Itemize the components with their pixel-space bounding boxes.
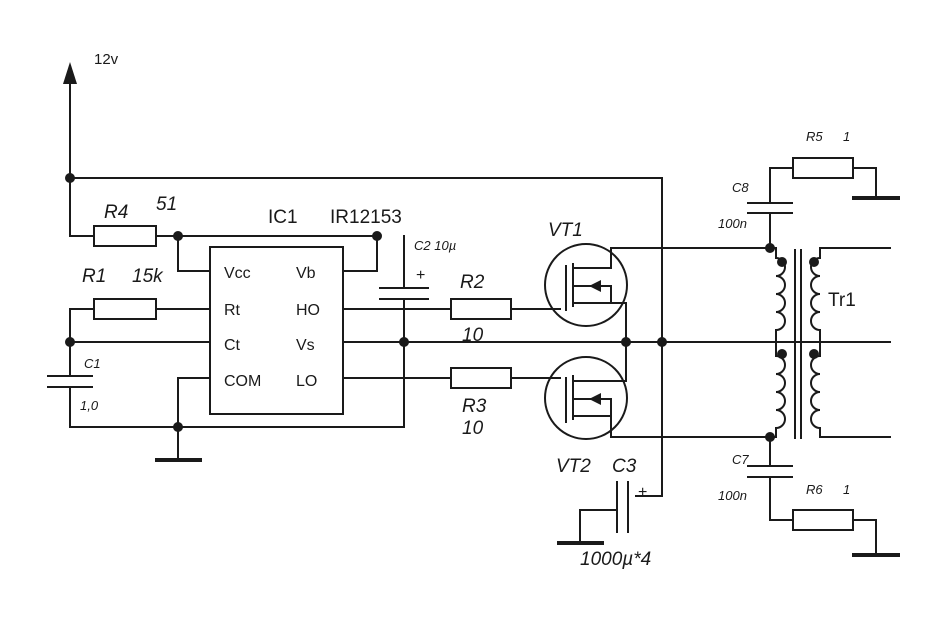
c3-value: 1000µ*4 bbox=[580, 549, 651, 570]
r1-resistor bbox=[93, 298, 157, 320]
c2-ref: C2 bbox=[414, 238, 431, 253]
r5-value: 1 bbox=[843, 129, 850, 144]
vt2-label: VT2 bbox=[556, 456, 591, 477]
r4-value: 51 bbox=[156, 194, 177, 215]
junction-dot bbox=[173, 231, 183, 241]
tr1-secondary-winding bbox=[810, 247, 891, 438]
junction-dot bbox=[173, 422, 183, 432]
r5-label: R5 bbox=[806, 129, 823, 144]
pin-com: COM bbox=[224, 373, 261, 390]
pin-vcc: Vcc bbox=[224, 265, 251, 282]
r3-resistor bbox=[450, 367, 512, 389]
supply-arrow-icon bbox=[63, 62, 77, 84]
junction-dot bbox=[65, 173, 75, 183]
vt1-body bbox=[544, 243, 628, 327]
tr1-primary-winding bbox=[769, 247, 786, 438]
pin-ho: HO bbox=[296, 302, 320, 319]
c8-label: C8 bbox=[732, 180, 749, 195]
junction-dot bbox=[372, 231, 382, 241]
vt2-body bbox=[544, 356, 628, 440]
c3-polarity: + bbox=[638, 484, 647, 501]
c2-polarity: + bbox=[416, 267, 425, 284]
junction-dot bbox=[65, 337, 75, 347]
r2-value: 10 bbox=[462, 325, 484, 346]
ic1-part: IR12153 bbox=[330, 207, 402, 228]
r3-label: R3 bbox=[462, 396, 487, 417]
junction-dot bbox=[399, 337, 409, 347]
r6-resistor bbox=[792, 509, 854, 531]
r2-label: R2 bbox=[460, 272, 485, 293]
tr1-phase-dot bbox=[809, 349, 819, 359]
tr1-phase-dot bbox=[777, 257, 787, 267]
r1-label: R1 bbox=[82, 266, 106, 287]
r6-value: 1 bbox=[843, 482, 850, 497]
pin-lo: LO bbox=[296, 373, 317, 390]
r4-label: R4 bbox=[104, 202, 128, 223]
c7-value: 100n bbox=[718, 488, 747, 503]
c1-value: 1,0 bbox=[80, 398, 99, 413]
tr1-phase-dot bbox=[809, 257, 819, 267]
r3-value: 10 bbox=[462, 418, 484, 439]
tr1-phase-dot bbox=[777, 349, 787, 359]
junction-dot bbox=[765, 243, 775, 253]
c8-value: 100n bbox=[718, 216, 747, 231]
r5-resistor bbox=[792, 157, 854, 179]
c1-label: C1 bbox=[84, 356, 101, 371]
r6-label: R6 bbox=[806, 482, 823, 497]
ic1-ref: IC1 bbox=[268, 207, 298, 228]
junction-dot bbox=[657, 337, 667, 347]
pin-rt: Rt bbox=[224, 302, 241, 319]
junction-dot bbox=[765, 432, 775, 442]
pin-vb: Vb bbox=[296, 265, 316, 282]
ic1-body bbox=[209, 246, 344, 415]
vt1-label: VT1 bbox=[548, 220, 583, 241]
c2-label: C2 10µ bbox=[414, 238, 456, 253]
c7-label: C7 bbox=[732, 452, 749, 467]
r2-resistor bbox=[450, 298, 512, 320]
tr1-label: Tr1 bbox=[828, 290, 856, 311]
vt1-arrow-icon bbox=[589, 280, 601, 292]
vt2-arrow-icon bbox=[589, 393, 601, 405]
r1-value: 15k bbox=[132, 266, 164, 287]
r4-resistor bbox=[93, 225, 157, 247]
supply-label: 12v bbox=[94, 51, 119, 68]
junction-dot bbox=[621, 337, 631, 347]
c2-value: 10µ bbox=[434, 238, 456, 253]
pin-vs: Vs bbox=[296, 337, 315, 354]
pin-ct: Ct bbox=[224, 337, 241, 354]
c3-label: C3 bbox=[612, 456, 637, 477]
